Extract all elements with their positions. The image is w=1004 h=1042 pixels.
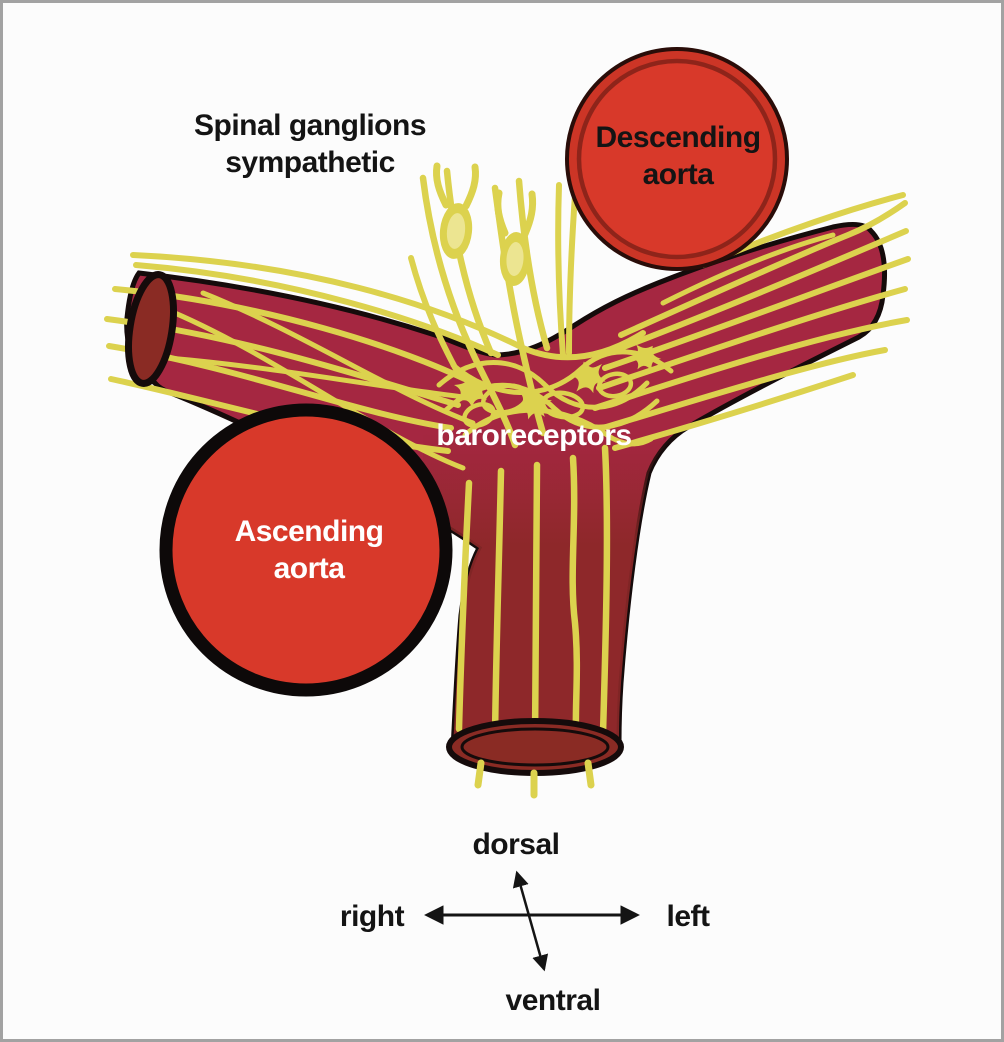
compass-ventral-label: ventral xyxy=(505,984,601,1017)
lower-vessel-cut-end xyxy=(446,718,624,799)
descending-aorta-label-line2: aorta xyxy=(642,158,714,191)
orientation-compass xyxy=(424,870,640,972)
baroreceptor-ending xyxy=(570,361,606,394)
baroreceptor-ending xyxy=(454,375,488,408)
spinal-ganglions-label-line1: Spinal ganglions xyxy=(193,109,427,142)
compass-right-label: right xyxy=(339,900,405,933)
descending-aorta-circle xyxy=(565,47,789,271)
baroreceptor-ending xyxy=(629,344,662,372)
baroreceptor-ending xyxy=(515,387,553,420)
compass-dorsal-label: dorsal xyxy=(472,828,560,861)
ganglion-cell xyxy=(494,189,537,286)
compass-left-label: left xyxy=(666,900,711,933)
spinal-ganglion-cells xyxy=(433,162,537,286)
ascending-aorta-label-line2: aorta xyxy=(273,552,345,585)
ascending-aorta-circle xyxy=(159,403,453,697)
ascending-aorta-label: Ascending aorta xyxy=(235,513,384,587)
baroreceptors-label: baroreceptors xyxy=(436,419,632,452)
spinal-ganglions-label-line2: sympathetic xyxy=(225,146,395,179)
ganglion-cell xyxy=(433,162,479,259)
left-vessel-cut-end xyxy=(125,271,177,387)
dorsal-ventral-axis-arrow xyxy=(512,870,549,972)
descending-aorta-label: Descending aorta xyxy=(595,119,761,193)
baroreceptor-network xyxy=(436,344,674,447)
ascending-aorta-label-line1: Ascending xyxy=(234,515,384,548)
spinal-ganglions-label: Spinal ganglions sympathetic xyxy=(193,107,427,181)
anatomy-figure xyxy=(104,47,911,972)
descending-aorta-label-line1: Descending xyxy=(595,121,761,154)
